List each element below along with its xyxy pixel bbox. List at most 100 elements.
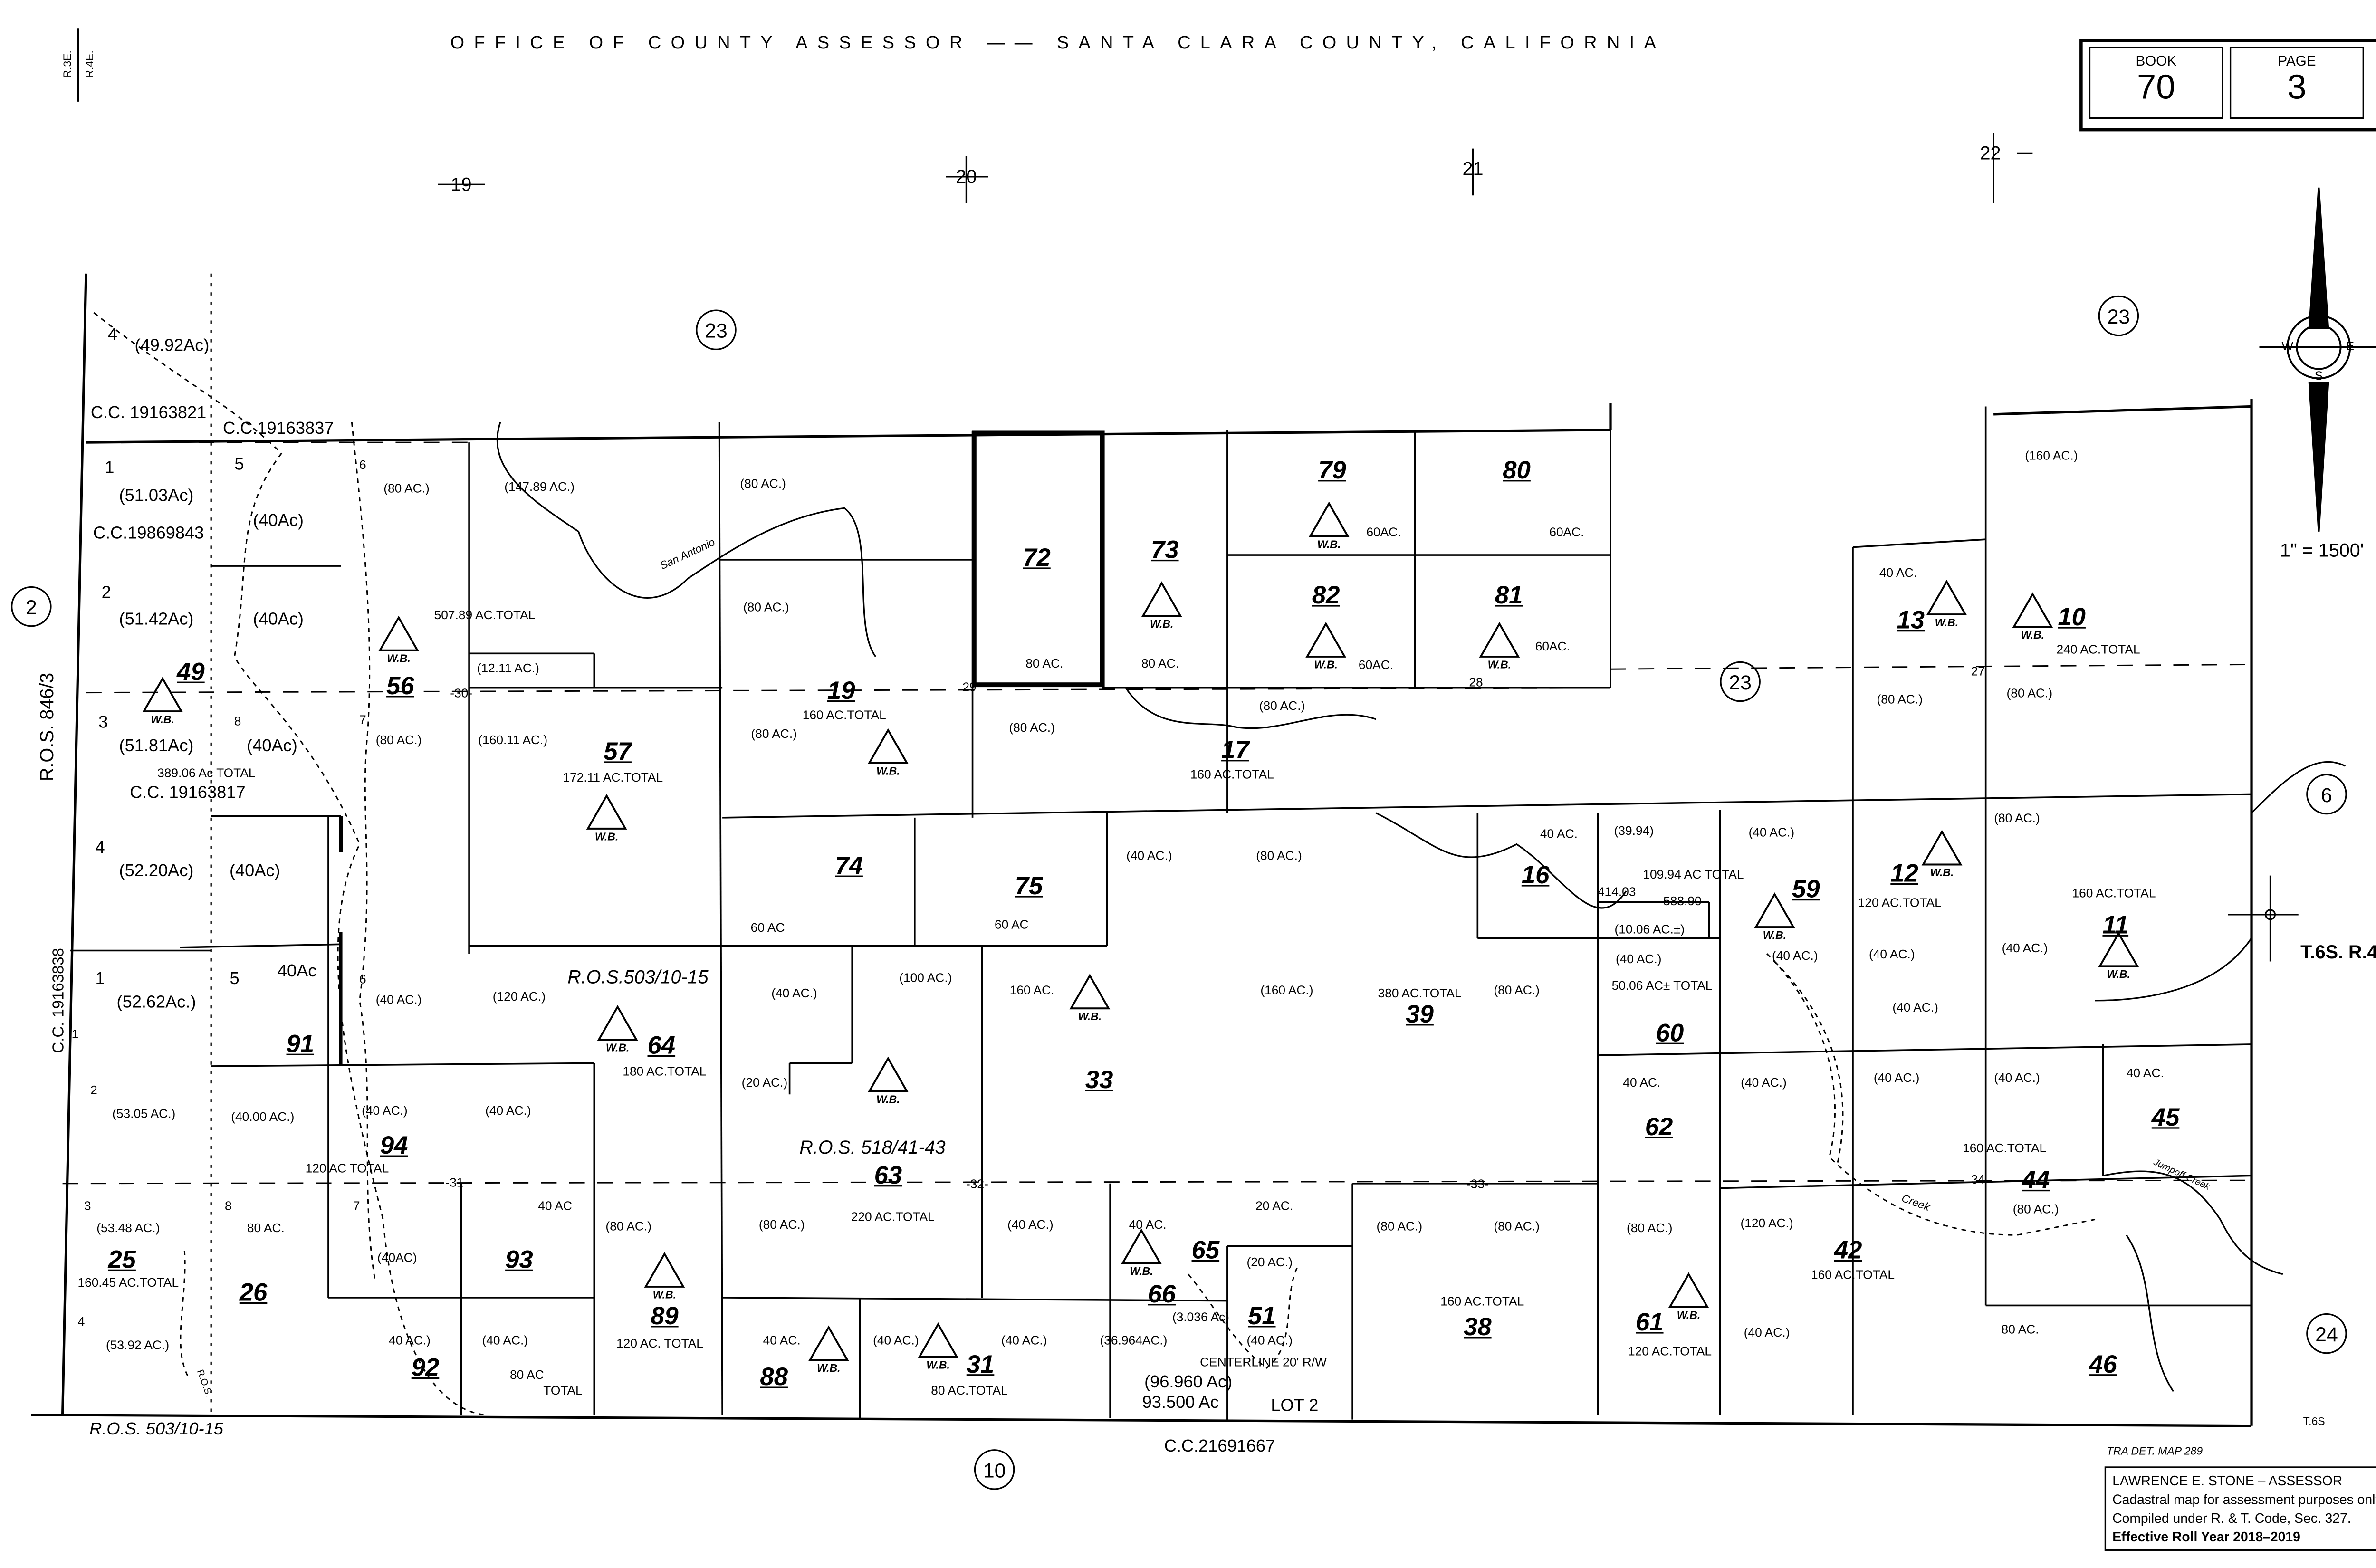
parcel-number-26[interactable]: 26 xyxy=(239,1280,268,1307)
parcel-number-10[interactable]: 10 xyxy=(2058,605,2086,632)
parcel-number-11[interactable]: 11 xyxy=(2102,913,2129,940)
parcel-number-63[interactable]: 63 xyxy=(874,1163,902,1190)
parcel-number-17[interactable]: 17 xyxy=(1221,738,1249,765)
parcel-number-91[interactable]: 91 xyxy=(286,1032,315,1059)
acreage-label: -33- xyxy=(1466,1177,1489,1192)
parcel-number-25[interactable]: 25 xyxy=(108,1247,136,1274)
parcel-number-80[interactable]: 80 xyxy=(1503,458,1531,485)
parcel-number-39[interactable]: 39 xyxy=(1406,1002,1434,1029)
triangle-benchmark-icon xyxy=(644,1252,685,1288)
section-number: 19 xyxy=(450,173,472,196)
triangle-benchmark-icon xyxy=(1921,830,1963,866)
parcel-number-94[interactable]: 94 xyxy=(380,1133,408,1160)
acreage-label: 160 AC.TOTAL xyxy=(1440,1294,1524,1309)
parcel-number-12[interactable]: 12 xyxy=(1890,861,1918,888)
book-label: BOOK xyxy=(2136,53,2177,69)
acreage-label: (53.48 AC.) xyxy=(96,1221,160,1235)
parcel-number-66[interactable]: 66 xyxy=(1148,1282,1176,1309)
parcel-number-73[interactable]: 73 xyxy=(1150,537,1179,564)
acreage-label: 220 AC.TOTAL xyxy=(851,1210,935,1224)
parcel-number-46[interactable]: 46 xyxy=(2089,1352,2117,1379)
adjoining-page-circle: 23 xyxy=(2098,295,2139,336)
parcel-number-74[interactable]: 74 xyxy=(835,853,863,880)
acreage-label: (40 AC.) xyxy=(1246,1333,1293,1348)
acreage-label: 60AC. xyxy=(1358,658,1394,672)
parcel-number-16[interactable]: 16 xyxy=(1521,863,1550,890)
acreage-label: 4 xyxy=(107,326,117,345)
parcel-number-72[interactable]: 72 xyxy=(1023,545,1051,573)
parcel-number-92[interactable]: 92 xyxy=(411,1355,440,1382)
acreage-label: (40 AC.) xyxy=(1007,1218,1054,1232)
triangle-benchmark-icon xyxy=(1121,1228,1162,1264)
parcel-number-93[interactable]: 93 xyxy=(505,1247,533,1274)
parcel-number-49[interactable]: 49 xyxy=(177,660,205,687)
parcel-number-56[interactable]: 56 xyxy=(386,674,414,701)
acreage-label: 5 xyxy=(234,456,244,475)
parcel-number-61[interactable]: 61 xyxy=(1635,1310,1664,1337)
triangle-benchmark-icon xyxy=(868,1056,909,1092)
acreage-label: (40 AC.) xyxy=(771,986,817,1001)
acreage-label: (40 AC.) xyxy=(1741,1075,1787,1090)
acreage-label: 240 AC.TOTAL xyxy=(2056,642,2140,657)
parcel-number-45[interactable]: 45 xyxy=(2151,1105,2180,1132)
compass-e: E xyxy=(2346,339,2355,354)
acreage-label: 27 xyxy=(1971,664,1985,679)
wb-label: W.B. xyxy=(1150,620,1174,631)
parcel-number-19[interactable]: 19 xyxy=(827,678,855,705)
parcel-number-89[interactable]: 89 xyxy=(651,1304,679,1331)
parcel-number-13[interactable]: 13 xyxy=(1897,608,1925,635)
parcel-number-44[interactable]: 44 xyxy=(2022,1167,2050,1195)
parcel-number-88[interactable]: 88 xyxy=(760,1365,788,1392)
parcel-number-42[interactable]: 42 xyxy=(1834,1238,1862,1265)
acreage-label: (80 AC.) xyxy=(751,727,797,741)
section-number: 22 xyxy=(1980,142,2001,164)
acreage-label: 80 AC. xyxy=(1141,656,1179,671)
wb-label: W.B. xyxy=(594,832,619,844)
parcel-number-33[interactable]: 33 xyxy=(1085,1068,1113,1095)
wb-label: W.B. xyxy=(1763,931,1787,942)
acreage-label: 50.06 AC± TOTAL xyxy=(1611,978,1713,993)
acreage-label: 29 xyxy=(962,680,977,694)
acreage-label: (40.00 AC.) xyxy=(231,1110,295,1124)
parcel-number-65[interactable]: 65 xyxy=(1191,1238,1220,1265)
parcel-number-51[interactable]: 51 xyxy=(1247,1304,1276,1331)
parcel-number-82[interactable]: 82 xyxy=(1312,583,1340,610)
acreage-label: 40 AC. xyxy=(2126,1066,2164,1080)
triangle-benchmark-icon xyxy=(2098,931,2139,967)
parcel-number-62[interactable]: 62 xyxy=(1645,1114,1673,1141)
adjoining-page-circle: 2 xyxy=(11,586,52,627)
acreage-label: 93.500 Ac xyxy=(1142,1394,1219,1413)
map-header-title: OFFICE OF COUNTY ASSESSOR —— SANTA CLARA… xyxy=(450,34,1666,53)
parcel-number-75[interactable]: 75 xyxy=(1015,874,1043,901)
acreage-label: (80 AC.) xyxy=(740,477,786,491)
triangle-benchmark-icon xyxy=(808,1325,849,1361)
acreage-label: (100 AC.) xyxy=(899,971,952,985)
parcel-number-59[interactable]: 59 xyxy=(1792,877,1820,904)
acreage-label: C.C.19163837 xyxy=(222,420,334,439)
wb-label: W.B. xyxy=(1078,1012,1102,1023)
acreage-label: (40 AC.) xyxy=(1001,1333,1047,1348)
compass-w: W xyxy=(2281,339,2294,354)
acreage-label: 5 xyxy=(230,970,240,989)
parcel-number-57[interactable]: 57 xyxy=(604,739,632,766)
acreage-label: (40Ac) xyxy=(230,862,280,881)
parcel-number-81[interactable]: 81 xyxy=(1495,583,1523,610)
acreage-label: 3 xyxy=(98,714,108,733)
acreage-label: 40 AC.) xyxy=(389,1333,431,1348)
acreage-label: (40 AC.) xyxy=(485,1103,531,1118)
acreage-label: (40 AC.) xyxy=(873,1333,919,1348)
wb-label: W.B. xyxy=(1314,660,1338,672)
parcel-number-64[interactable]: 64 xyxy=(647,1033,676,1060)
acreage-label: (80 AC.) xyxy=(1256,849,1302,863)
acreage-label: 60AC. xyxy=(1535,639,1570,654)
parcel-number-38[interactable]: 38 xyxy=(1464,1315,1492,1342)
parcel-number-31[interactable]: 31 xyxy=(966,1352,995,1379)
parcel-number-60[interactable]: 60 xyxy=(1656,1021,1684,1048)
compass-n: N xyxy=(2314,308,2324,322)
acreage-label: 80 AC.TOTAL xyxy=(931,1383,1008,1398)
acreage-label: (40Ac) xyxy=(253,512,304,531)
acreage-label: -32- xyxy=(966,1177,988,1192)
acreage-label: 180 AC.TOTAL xyxy=(623,1064,707,1079)
parcel-number-79[interactable]: 79 xyxy=(1318,458,1346,485)
